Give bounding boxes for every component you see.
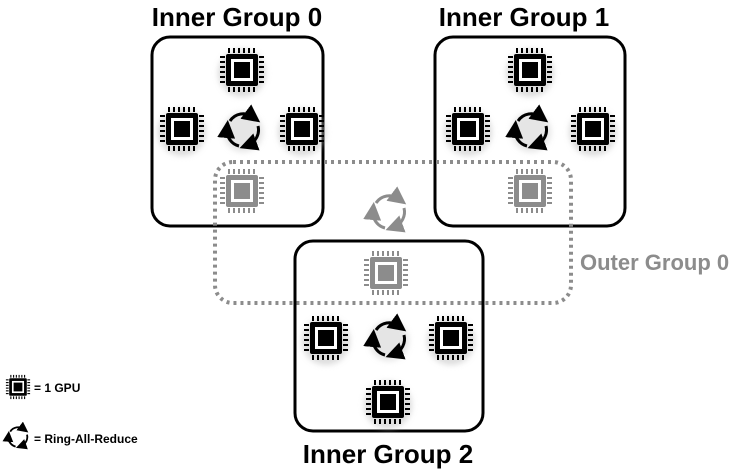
outer-group-0-box xyxy=(213,160,573,305)
inner-group-1-gpu-left xyxy=(444,107,492,156)
legend-ring-label: = Ring-All-Reduce xyxy=(34,432,138,446)
inner-group-1-ring-icon xyxy=(511,112,551,152)
legend-gpu-icon xyxy=(5,374,31,400)
inner-group-2-gpu-top-outer xyxy=(364,251,408,295)
inner-group-2-title: Inner Group 2 xyxy=(303,439,473,469)
outer-group-0-title: Outer Group 0 xyxy=(580,250,729,275)
inner-group-0-title: Inner Group 0 xyxy=(152,2,322,32)
inner-group-0-gpu-right xyxy=(278,107,326,156)
inner-group-2-ring-icon xyxy=(369,321,409,361)
inner-group-1-box xyxy=(433,35,627,228)
inner-group-0-ring-icon xyxy=(223,112,263,152)
inner-group-0-gpu-left xyxy=(158,107,206,156)
inner-group-0-gpu-bottom-outer xyxy=(220,169,264,213)
inner-group-1-gpu-right xyxy=(569,107,617,156)
inner-group-2-gpu-left xyxy=(302,316,350,365)
inner-group-1-gpu-top xyxy=(506,48,554,97)
inner-group-1-title: Inner Group 1 xyxy=(439,2,609,32)
inner-group-0-gpu-top xyxy=(218,48,266,97)
inner-group-2-gpu-right xyxy=(427,316,475,365)
legend-ring-icon xyxy=(8,427,27,446)
inner-group-2-gpu-bottom xyxy=(364,380,412,429)
legend: = 1 GPU = Ring-All-Reduce xyxy=(5,374,138,447)
inner-group-1-gpu-bottom-outer xyxy=(508,169,552,213)
outer-group-0-ring-icon xyxy=(373,196,405,228)
legend-gpu-label: = 1 GPU xyxy=(34,381,80,395)
